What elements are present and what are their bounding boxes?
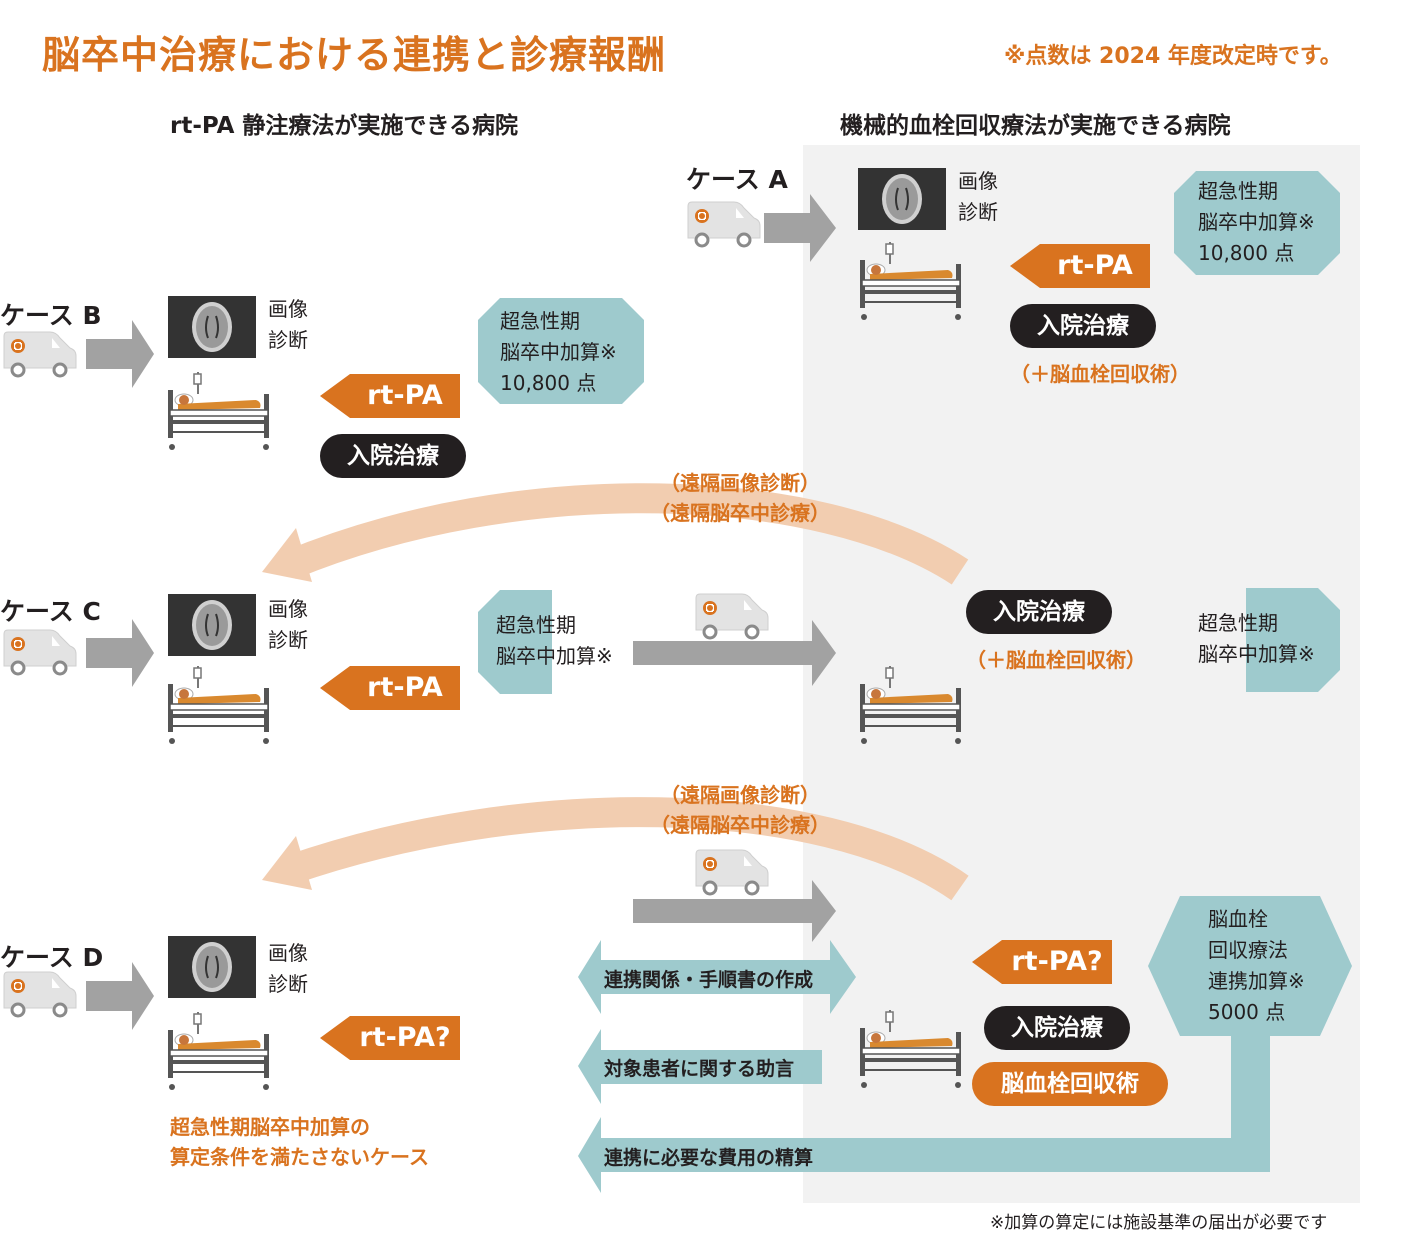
bonus-octagon-case-b [478,298,644,404]
bar-procedure-label: 連携関係・手順書の作成 [604,969,814,991]
ambulance-icon [0,330,80,378]
rtpa-arrowhead-a [1010,244,1040,288]
bonus-left-half-case-c [478,590,552,694]
image-diagnosis-label: 画像診断 [268,297,308,352]
hospital-bed-icon [856,664,964,746]
hospital-bed-icon [164,664,272,746]
image-diagnosis-label: 画像診断 [268,597,308,652]
bonus-right-half-case-c [1246,588,1340,692]
case-b-label: ケース B [0,301,102,330]
hospital-bed-icon [164,1010,272,1092]
inpatient-pill-case-d: 入院治療 [984,1006,1130,1050]
collab-bonus-shape [1148,896,1352,1036]
brain-scan-icon [168,296,256,358]
transfer-arrow-case-d [633,880,836,942]
rtpa-box-case-d: rt-PA? [350,1016,460,1060]
remote-arrow-case-c [284,483,969,585]
rtpa-arrowhead-c [320,666,350,710]
bar-advice-label: 対象患者に関する助言 [604,1058,795,1080]
inpatient-pill-case-b: 入院治療 [320,434,466,478]
image-diagnosis-label: 画像診断 [958,169,998,224]
case-d-label: ケース D [0,943,104,972]
arrow-case-d [86,962,154,1030]
bonus-text-case-c-right: 超急性期 脳卒中加算※ [1198,611,1315,666]
arrow-case-b [86,320,154,388]
ambulance-icon [0,628,80,676]
bonus-octagon-case-a [1174,171,1340,275]
col-right-header: 機械的血栓回収療法が実施できる病院 [840,113,1231,139]
brain-scan-icon [858,168,946,230]
hospital-bed-icon [164,370,272,452]
hospital-bed-icon [856,240,964,322]
case-a-label: ケース A [686,165,788,194]
ambulance-icon [692,848,772,896]
rtpa-arrowhead-d-left [320,1016,350,1060]
thrombectomy-pill: 脳血栓回収術 [972,1062,1168,1106]
inpatient-pill-case-a: 入院治療 [1010,304,1156,348]
case-c-label: ケース C [0,597,101,626]
thrombectomy-note-case-a: （＋脳血栓回収術） [1010,362,1190,386]
remote-arrow-case-d-head [262,836,312,890]
thrombectomy-note-case-c: （＋脳血栓回収術） [966,648,1146,672]
inpatient-pill-case-c: 入院治療 [966,590,1112,634]
ambulance-icon [684,200,764,248]
arrow-case-a [764,194,836,262]
brain-scan-icon [168,594,256,656]
remote-arrow-case-d [285,797,969,901]
remote-labels-case-d: （遠隔画像診断） （遠隔脳卒中診療） [650,783,830,837]
remote-arrow-case-c-head [262,528,312,582]
points-note: ※点数は 2024 年度改定時です。 [1004,44,1342,69]
bar-cost-label: 連携に必要な費用の精算 [604,1147,814,1169]
ambulance-icon [692,592,772,640]
arrow-case-c [86,619,154,687]
remote-labels-case-c: （遠隔画像診断） （遠隔脳卒中診療） [650,471,830,525]
rtpa-box-case-b: rt-PA [350,374,460,418]
col-left-header: rt-PA 静注療法が実施できる病院 [170,113,518,139]
rtpa-box-case-c: rt-PA [350,666,460,710]
bar-advice-shape [578,1029,822,1104]
brain-scan-icon [168,936,256,998]
collab-bonus-text: 脳血栓 回収療法 連携加算※ 5000 点 [1208,907,1305,1024]
rtpa-box-case-d-right: rt-PA? [1002,940,1112,984]
rtpa-arrowhead-d-right [972,940,1002,984]
footnote: ※加算の算定には施設基準の届出が必要です [990,1213,1328,1233]
transfer-arrow-case-c [633,620,836,686]
rtpa-arrowhead-b [320,374,350,418]
hospital-bed-icon [856,1008,964,1090]
bar-procedure-shape [578,940,856,1014]
bonus-text-case-a: 超急性期 脳卒中加算※ 10,800 点 [1198,179,1315,265]
bar-cost-shape [578,1030,1270,1193]
image-diagnosis-label: 画像診断 [268,941,308,996]
bonus-text-case-b: 超急性期 脳卒中加算※ 10,800 点 [500,309,617,395]
case-d-note: 超急性期脳卒中加算の 算定条件を満たさないケース [170,1115,429,1169]
page-title: 脳卒中治療における連携と診療報酬 [42,33,667,77]
bonus-text-case-c-left: 超急性期 脳卒中加算※ [496,613,613,668]
ambulance-icon [0,970,80,1018]
rtpa-box-case-a: rt-PA [1040,244,1150,288]
